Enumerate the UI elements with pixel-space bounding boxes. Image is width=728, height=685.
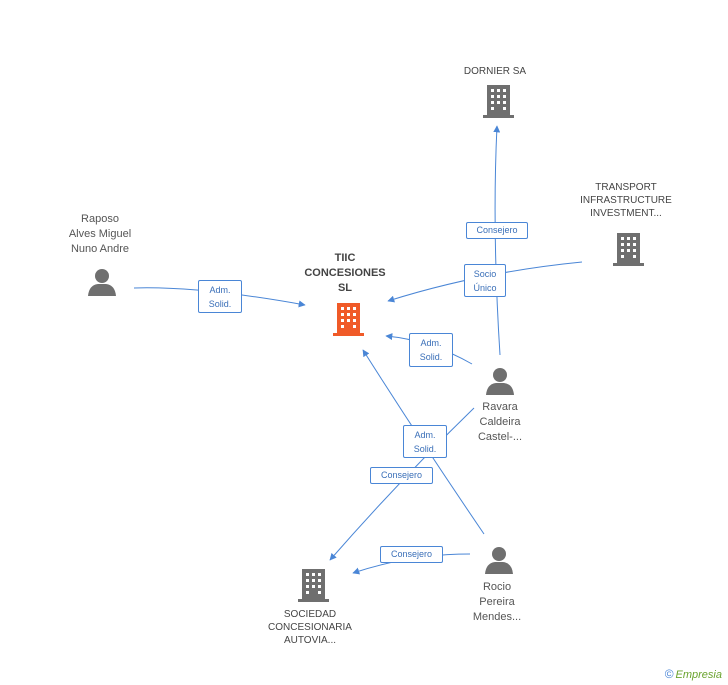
label-line: Pereira <box>479 596 515 608</box>
edge-label-line: Único <box>473 283 497 293</box>
label-line: CONCESIONES <box>304 267 386 279</box>
label-line: Mendes... <box>472 611 522 623</box>
building-icon <box>483 85 514 118</box>
label-line: INFRASTRUCTURE <box>580 195 672 206</box>
edge-label-line: Adm. <box>414 430 436 440</box>
person-icon <box>486 368 514 395</box>
brand-name: Empresia <box>675 669 722 681</box>
edge-label-line: Solid. <box>419 352 443 362</box>
label-line: SL <box>337 282 353 294</box>
edge-label-line: Solid. <box>208 299 232 309</box>
node-label-sociedad[interactable]: SOCIEDAD CONCESIONARIA AUTOVIA... <box>255 608 365 647</box>
edge-label-line: Socio <box>473 269 497 279</box>
building-icon <box>613 233 644 266</box>
label-line: CONCESIONARIA <box>268 622 352 633</box>
person-icon <box>88 269 116 296</box>
label-line: Castel-... <box>477 431 522 443</box>
node-label-dornier[interactable]: DORNIER SA <box>440 65 550 78</box>
building-icon <box>298 569 329 602</box>
node-label-transport[interactable]: TRANSPORT INFRASTRUCTURE INVESTMENT... <box>571 181 681 220</box>
edge-label-rocio-sociedad: Consejero <box>380 546 443 563</box>
node-label-ravara[interactable]: Ravara Caldeira Castel-... <box>450 400 550 445</box>
edge-label-raposo-focus: Adm. Solid. <box>198 280 242 313</box>
edge-label-line: Adm. <box>420 338 442 348</box>
edge-label-ravara-dornier: Consejero <box>466 222 528 239</box>
edge-label-line: Consejero <box>380 470 423 480</box>
building-icon <box>333 303 364 336</box>
edge-label-rocio-focus: Adm. Solid. <box>403 425 447 458</box>
label-line: Alves Miguel <box>68 228 132 240</box>
label-line: SOCIEDAD <box>283 609 337 620</box>
edge-label-ravara-sociedad: Consejero <box>370 467 433 484</box>
node-label-tiic-concesiones[interactable]: TIIC CONCESIONES SL <box>290 251 400 296</box>
label-line: TRANSPORT <box>595 182 657 193</box>
brand-watermark: ©Empresia <box>665 667 722 681</box>
node-label-rocio[interactable]: Rocio Pereira Mendes... <box>447 580 547 625</box>
label-line: DORNIER SA <box>463 66 527 77</box>
edge-label-line: Consejero <box>390 549 433 559</box>
label-line: INVESTMENT... <box>590 208 662 219</box>
label-line: AUTOVIA... <box>283 635 337 646</box>
label-line: Ravara <box>482 401 518 413</box>
edge-label-ravara-focus: Adm. Solid. <box>409 333 453 367</box>
copyright-symbol: © <box>664 667 674 681</box>
edge-label-line: Consejero <box>476 225 518 235</box>
edge-ravara-dornier <box>493 125 501 356</box>
node-label-raposo[interactable]: Raposo Alves Miguel Nuno Andre <box>50 212 150 257</box>
label-line: Caldeira <box>479 416 521 428</box>
label-line: TIIC <box>334 252 356 264</box>
edge-label-line: Solid. <box>413 444 437 454</box>
person-icon <box>485 547 513 574</box>
edge-label-transport-focus: Socio Único <box>464 264 506 297</box>
label-line: Raposo <box>81 213 119 225</box>
label-line: Nuno Andre <box>70 243 130 255</box>
label-line: Rocio <box>482 581 512 593</box>
edge-label-line: Adm. <box>209 285 231 295</box>
